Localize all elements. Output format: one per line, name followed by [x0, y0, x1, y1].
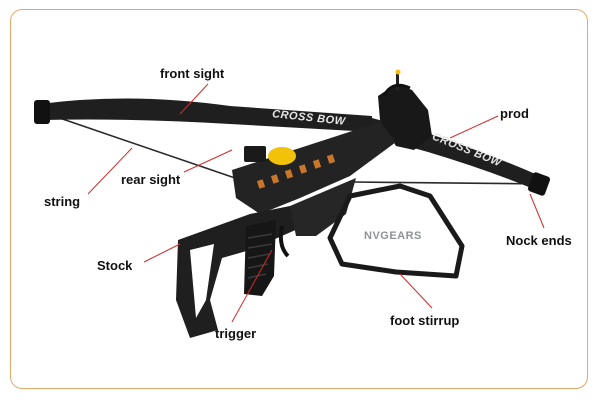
label-rear-sight: rear sight — [121, 172, 181, 187]
label-string: string — [44, 194, 81, 209]
leader-string — [87, 147, 133, 195]
bow-string-right — [351, 181, 549, 185]
diagram-frame — [10, 9, 588, 389]
bow-string-left — [41, 111, 236, 179]
rear-sight-body — [244, 146, 266, 162]
leader-rear-sight — [183, 149, 233, 173]
trigger-housing — [290, 178, 356, 236]
label-trigger: trigger — [215, 326, 257, 341]
prod-left-limb — [40, 98, 372, 132]
label-foot-stirrup: foot stirrup — [390, 313, 460, 328]
nock-end-right — [527, 172, 551, 196]
leader-lines — [87, 83, 545, 323]
leader-nock-ends — [529, 193, 545, 229]
trigger-blade — [278, 225, 290, 258]
cocking-loop — [382, 83, 411, 97]
sight-pin-tip — [395, 69, 401, 75]
watermark-logo: NVGEARS — [364, 230, 422, 242]
leader-stock — [143, 243, 181, 263]
label-front-sight: front sight — [160, 66, 225, 81]
leader-prod — [449, 115, 499, 139]
foot-stirrup-frame — [327, 183, 465, 279]
leader-front-sight — [179, 83, 209, 115]
leader-foot-stirrup — [399, 273, 433, 309]
label-stock: Stock — [97, 258, 133, 273]
label-prod: prod — [500, 106, 529, 121]
riser-block — [378, 84, 432, 150]
barrel-rail — [232, 122, 396, 214]
leader-trigger — [231, 249, 273, 323]
label-nock-ends: Nock ends — [506, 233, 572, 248]
stock-cutout — [190, 244, 214, 318]
sight-pin — [396, 72, 399, 90]
rail-slots — [256, 154, 336, 189]
nock-end-left — [34, 100, 50, 124]
rear-sight-yellow-cap — [268, 147, 296, 165]
